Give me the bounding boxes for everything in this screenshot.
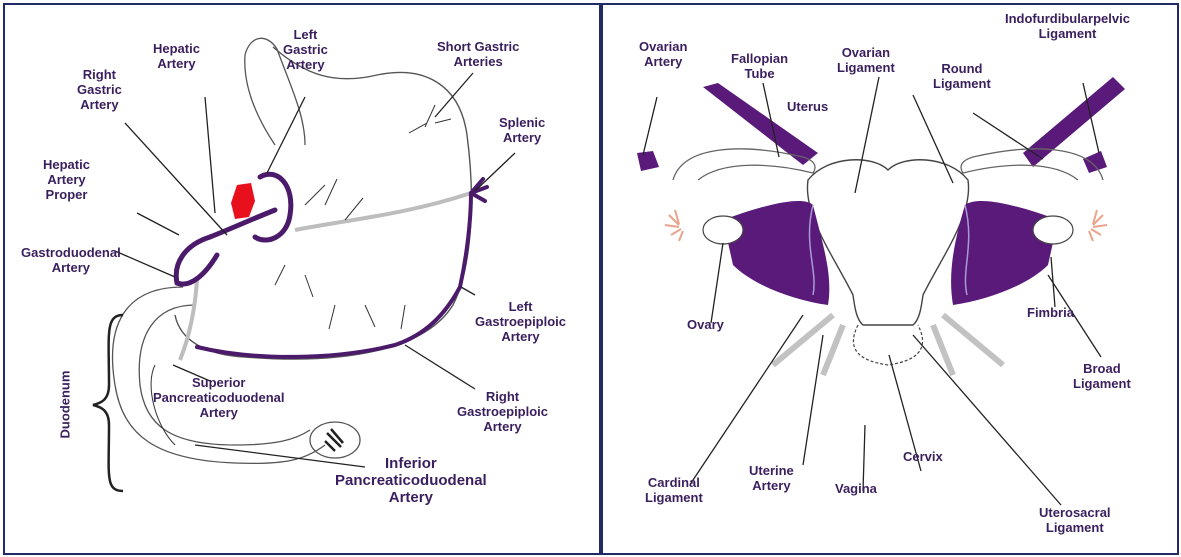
duodenum-bracket	[5, 5, 599, 553]
cervix-outline	[853, 325, 922, 365]
right-ovary	[1033, 216, 1073, 244]
right-fimbria	[1089, 210, 1107, 241]
label-vagina: Vagina	[835, 481, 877, 496]
uterus-ligaments-drawing	[603, 5, 1177, 553]
label-cervix: Cervix	[903, 449, 943, 464]
left-fimbria	[665, 210, 683, 241]
label-fimbria: Fimbria	[1027, 305, 1074, 320]
label-uterus: Uterus	[787, 99, 828, 114]
uterus-outline	[807, 160, 968, 325]
left-ovary	[703, 216, 743, 244]
left-round-ligament	[703, 83, 818, 165]
label-ovary: Ovary	[687, 317, 724, 332]
